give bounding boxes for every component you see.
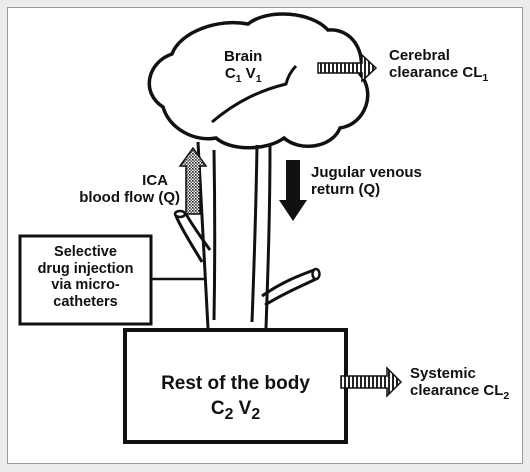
left-branch-end (175, 211, 185, 217)
brain-variables: C1 V1 (224, 65, 262, 85)
right-branch-end (313, 269, 320, 279)
vessel-left-inner (214, 150, 215, 320)
cerebral-clearance-label: Cerebral clearance CL1 (389, 47, 488, 84)
injection-text: Selective drug injection via micro- cath… (20, 244, 151, 311)
body-text: Rest of the body C2 V2 (125, 372, 346, 425)
systemic-clearance-label: Systemic clearance CL2 (410, 365, 509, 402)
brain-name: Brain (224, 48, 262, 65)
body-variables: C2 V2 (125, 397, 346, 425)
brain-label: Brain C1 V1 (224, 48, 262, 85)
jugular-label: Jugular venous return (Q) (311, 164, 422, 199)
vessel-right-outer (266, 145, 270, 328)
right-branch (262, 270, 318, 305)
ica-label: ICA blood flow (Q) (56, 172, 180, 207)
vessel-right-inner (252, 145, 257, 322)
jugular-arrow (279, 160, 307, 221)
systemic-arrow (341, 368, 401, 396)
